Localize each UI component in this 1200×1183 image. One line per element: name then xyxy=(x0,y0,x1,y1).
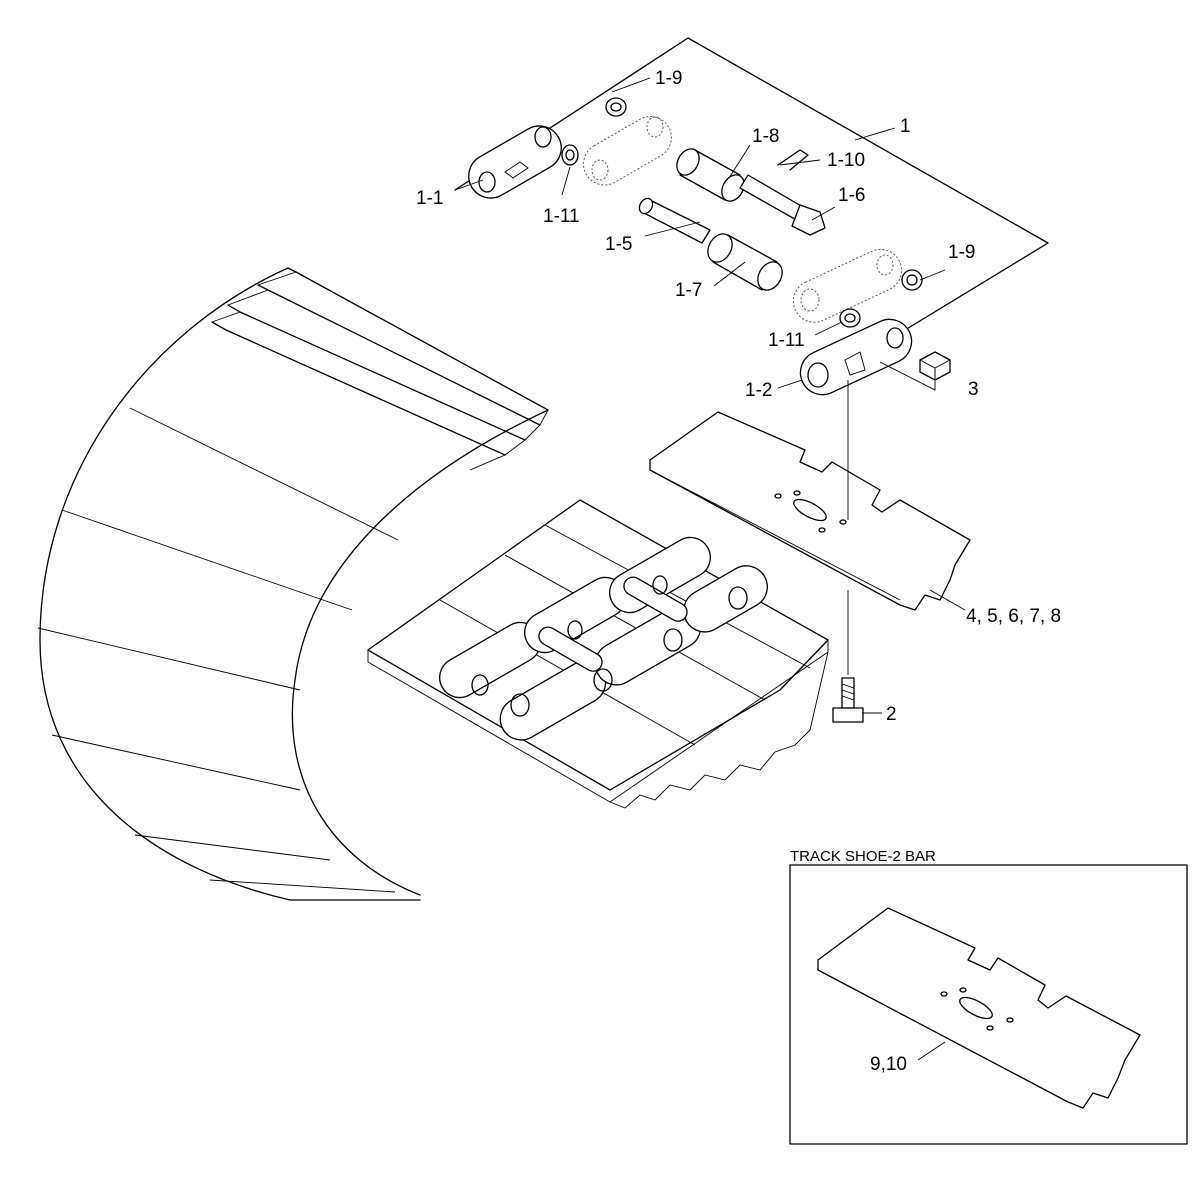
part-link-1-1-inner xyxy=(582,115,672,186)
part-labels: 1-9 1-1 1-11 1-8 1 1-10 1-6 1-5 1-9 1-7 … xyxy=(416,68,1061,725)
leader-lines xyxy=(454,77,966,714)
part-link-1-2-inner xyxy=(792,248,903,323)
label-1-10: 1-10 xyxy=(827,150,865,171)
label-9-10: 9,10 xyxy=(870,1054,907,1075)
label-1-11-top: 1-11 xyxy=(543,206,580,227)
inset-frame xyxy=(789,864,1188,1145)
label-1-1: 1-1 xyxy=(416,188,443,209)
part-link-1-1 xyxy=(468,125,562,199)
part-seal-1-11-top xyxy=(561,144,579,166)
label-1-9-top: 1-9 xyxy=(655,68,682,89)
label-1-9-right: 1-9 xyxy=(948,242,975,263)
label-1-5: 1-5 xyxy=(605,234,632,255)
part-pin-1-6 xyxy=(739,174,826,236)
label-1-8: 1-8 xyxy=(752,126,779,147)
assembled-chain xyxy=(367,499,829,809)
part-link-1-2 xyxy=(799,318,913,396)
part-pin-1-5 xyxy=(638,197,711,244)
label-1-2: 1-2 xyxy=(745,380,772,401)
part-washer-1-9-top xyxy=(605,97,627,117)
inset-title: TRACK SHOE-2 BAR xyxy=(790,848,936,865)
label-1: 1 xyxy=(900,116,911,137)
label-1-11-bottom: 1-11 xyxy=(768,330,805,351)
part-seal-1-11-bottom xyxy=(839,308,861,328)
part-clip-1-10 xyxy=(777,149,809,171)
link-assembly-boundary xyxy=(454,37,1049,331)
inset-track-shoe-2-bar: TRACK SHOE-2 BAR 9,10 xyxy=(789,848,1188,1145)
part-nut-3 xyxy=(919,351,951,381)
label-1-7: 1-7 xyxy=(675,280,702,301)
part-bushing-1-8 xyxy=(676,148,745,202)
chain-link-front-3 xyxy=(683,565,768,633)
label-1-6: 1-6 xyxy=(838,185,865,206)
label-4-8: 4, 5, 6, 7, 8 xyxy=(966,606,1061,627)
label-2: 2 xyxy=(886,704,897,725)
label-3: 3 xyxy=(968,379,979,400)
part-bolt-2 xyxy=(832,677,864,723)
part-washer-1-9-right xyxy=(901,269,923,291)
track-belt xyxy=(37,267,549,901)
part-track-shoe xyxy=(649,411,971,611)
